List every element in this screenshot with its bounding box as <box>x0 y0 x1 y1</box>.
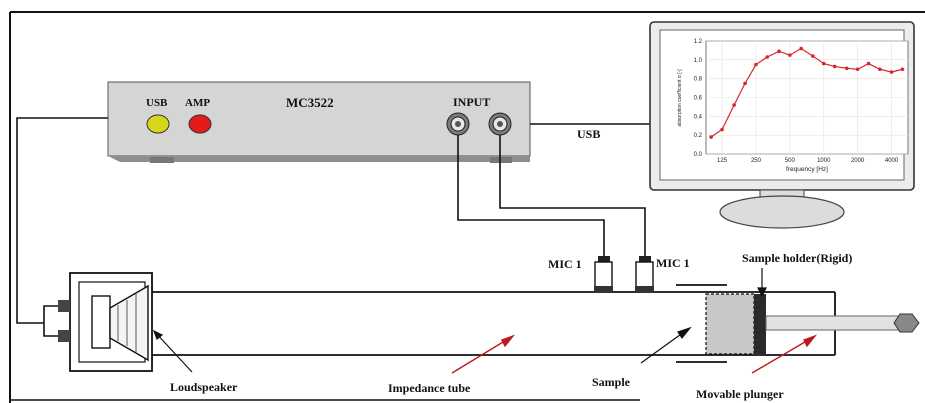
analyser-device: USB AMP MC3522 INPUT <box>107 81 531 163</box>
usb-led-label: USB <box>146 97 168 109</box>
chart-y-tick-label: 0.2 <box>694 133 703 139</box>
chart-point <box>855 67 860 72</box>
chart-series-line <box>710 47 903 138</box>
arrow-loudspeaker <box>153 330 193 373</box>
speaker-terminal-top <box>58 300 70 312</box>
device-model-label: MC3522 <box>286 95 334 110</box>
mic-label-left: MIC 1 <box>548 257 582 271</box>
chart-point <box>844 66 849 71</box>
chart-x-tick-label: 1000 <box>817 158 831 164</box>
chart-point <box>743 81 747 86</box>
chart-point <box>811 54 815 58</box>
speaker-magnet <box>91 295 111 349</box>
usb-led <box>146 114 170 134</box>
chart-y-tick-label: 1.2 <box>694 39 703 45</box>
microphone-right <box>635 256 654 293</box>
arrow-impedance-tube <box>451 338 509 374</box>
chart-y-axis-label: absorption coefficient α [-] <box>677 69 683 127</box>
sample-holder <box>754 294 766 354</box>
loudspeaker <box>43 272 153 372</box>
mic-label-right: MIC 1 <box>656 256 690 270</box>
usb-cable-label: USB <box>577 127 600 141</box>
chart-y-tick-label: 0.6 <box>694 96 703 102</box>
mic-cable-left <box>457 135 605 258</box>
plunger-knob <box>893 313 920 333</box>
chart-point <box>799 46 803 51</box>
chart-y-tick-label: 0.0 <box>694 152 703 158</box>
chart-point <box>788 53 792 57</box>
chart-y-tick-label: 1.0 <box>694 58 703 64</box>
chart-point <box>832 64 837 69</box>
speaker-cable <box>16 117 108 324</box>
chart-point <box>821 61 826 66</box>
chart-y-tick-label: 0.8 <box>694 77 703 83</box>
label-movable-plunger: Movable plunger <box>696 387 784 401</box>
speaker-terminal-bottom <box>58 330 70 342</box>
chart-point <box>866 61 871 66</box>
microphone-left <box>594 256 613 293</box>
amp-led <box>188 114 212 134</box>
chart-x-tick-label: 500 <box>785 158 796 164</box>
chart-point <box>777 49 781 54</box>
chart-point <box>720 127 724 132</box>
chart-point <box>754 62 758 67</box>
chart-y-ticks: 0.0 0.2 0.4 0.6 0.8 1.0 1.2 <box>694 39 703 158</box>
device-bottom-edge <box>108 156 530 162</box>
arrow-plunger <box>751 338 811 374</box>
arrow-sample <box>640 331 685 364</box>
cables <box>16 117 650 324</box>
chart-points <box>709 46 905 139</box>
sample <box>705 293 755 355</box>
absorption-chart: 0.0 0.2 0.4 0.6 0.8 1.0 1.2 125 250 500 1000 2000 4… <box>677 39 909 173</box>
chart-x-tick-label: 4000 <box>885 158 899 164</box>
device-foot-left <box>150 157 174 163</box>
label-loudspeaker: Loudspeaker <box>170 380 238 394</box>
chart-point <box>732 103 736 107</box>
plunger-rod <box>765 315 911 331</box>
chart-x-tick-label: 250 <box>751 158 762 164</box>
label-impedance-tube: Impedance tube <box>388 381 471 395</box>
chart-point <box>709 135 713 139</box>
speaker-cone <box>109 284 149 362</box>
chart-x-tick-label: 2000 <box>851 158 865 164</box>
amp-led-label: AMP <box>185 97 210 109</box>
chart-x-axis-label: frequency [Hz] <box>786 166 828 173</box>
chart-point <box>900 67 905 72</box>
device-foot-right <box>490 157 512 163</box>
input-connector-1 <box>446 112 470 136</box>
label-sample-holder: Sample holder(Rigid) <box>742 251 852 265</box>
monitor-stand <box>719 195 845 229</box>
chart-point <box>889 70 894 74</box>
chart-point <box>878 67 882 72</box>
chart-x-ticks: 125 250 500 1000 2000 4000 <box>717 158 899 164</box>
input-connector-2 <box>488 112 512 136</box>
chart-grid <box>706 40 908 155</box>
chart-y-tick-label: 0.4 <box>694 114 703 120</box>
monitor: 0.0 0.2 0.4 0.6 0.8 1.0 1.2 125 250 500 1000 2000 4… <box>649 21 915 229</box>
chart-x-tick-label: 125 <box>717 158 728 164</box>
label-sample: Sample <box>592 375 631 389</box>
mic-cable-right <box>499 135 646 258</box>
label-arrows <box>152 268 767 373</box>
chart-point <box>765 55 770 59</box>
input-label: INPUT <box>453 95 490 109</box>
red-arrows <box>451 334 818 374</box>
